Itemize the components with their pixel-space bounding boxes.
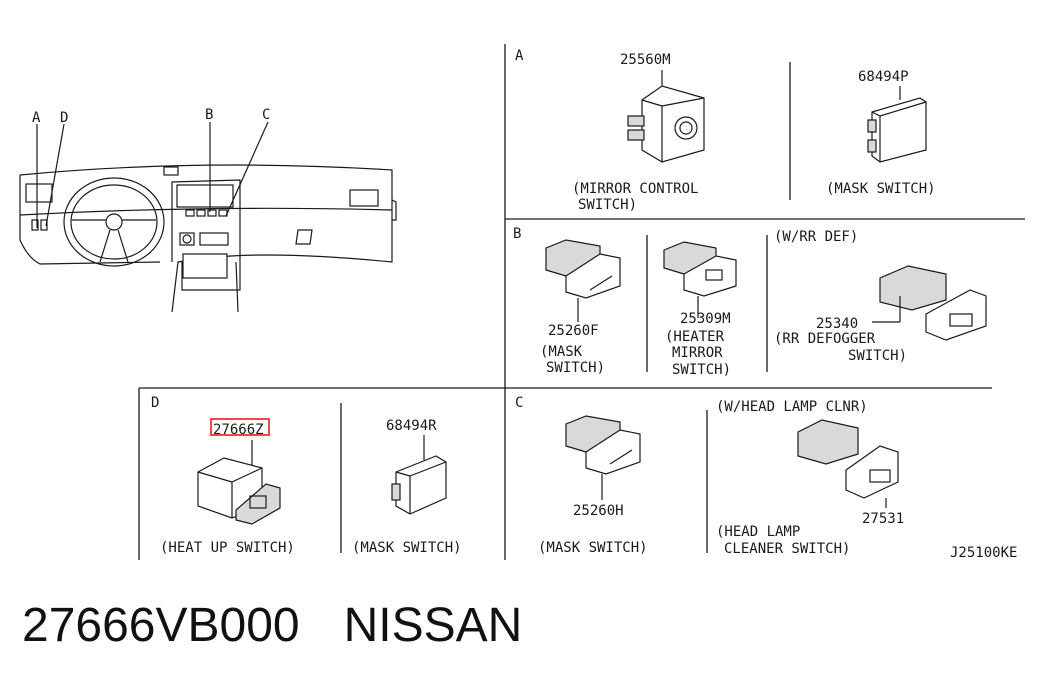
part-25260f-desc-2: SWITCH) [546,360,605,376]
part-68494r-desc: (MASK SWITCH) [352,540,462,556]
diagram-code: J25100KE [950,545,1017,561]
section-b: B (W/RR DEF) 25260F (MASK SWITCH) 25309M… [513,226,987,378]
head-lamp-cleaner-switch-part [797,419,899,499]
part-25560m-desc-2: SWITCH) [578,197,637,213]
section-c: C (W/HEAD LAMP CLNR) 25260H (MASK SWITCH… [515,395,904,557]
dashboard-illustration: A D B C [19,107,397,313]
callout-d: D [60,110,68,126]
part-25309m-desc-3: SWITCH) [672,362,731,378]
section-c-condition: (W/HEAD LAMP CLNR) [716,399,868,415]
heat-up-switch-part [197,457,281,525]
part-68494r-number: 68494R [386,418,437,434]
footer-brand: NISSAN [343,599,523,652]
section-d: D 27666Z (HEAT UP SWITCH) 68494R (MASK S… [151,395,462,556]
section-c-letter: C [515,395,523,411]
part-27666z-desc: (HEAT UP SWITCH) [160,540,295,556]
section-d-letter: D [151,395,159,411]
rr-defogger-switch-part [879,265,987,341]
mask-switch-68494p-part [867,97,927,163]
part-25560m-number: 25560M [620,52,671,68]
section-a: A 25560M (MIRROR CONTROL SWITCH) 68494P … [515,48,936,213]
part-25260h-number: 25260H [573,503,624,519]
part-25260f-desc-1: (MASK [540,344,583,360]
mask-switch-25260h-part [565,415,641,475]
callout-a: A [32,110,41,126]
part-68494p-number: 68494P [858,69,909,85]
mask-switch-25260f-part [545,239,621,299]
part-25340-desc-1: (RR DEFOGGER [774,331,876,347]
part-25309m-desc-2: MIRROR [672,345,723,361]
part-27666z-number: 27666Z [213,422,264,438]
part-68494p-desc: (MASK SWITCH) [826,181,936,197]
part-25260f-number: 25260F [548,323,599,339]
section-dividers [138,44,1025,560]
mirror-control-switch-part [627,85,705,163]
part-25340-desc-2: SWITCH) [848,348,907,364]
part-25560m-desc-1: (MIRROR CONTROL [572,181,698,197]
part-27531-number: 27531 [862,511,904,527]
mask-switch-68494r-part [391,455,447,515]
section-b-condition: (W/RR DEF) [774,229,858,245]
part-25260h-desc: (MASK SWITCH) [538,540,648,556]
section-a-letter: A [515,48,524,64]
part-25309m-desc-1: (HEATER [665,329,725,345]
part-25340-number: 25340 [816,316,858,332]
part-25309m-number: 25309M [680,311,731,327]
part-27531-desc-1: (HEAD LAMP [716,524,800,540]
part-27531-desc-2: CLEANER SWITCH) [724,541,850,557]
footer-caption: 27666VB000 NISSAN [22,598,522,653]
section-b-letter: B [513,226,521,242]
part-27666z-highlight [210,418,270,436]
footer-part-number: 27666VB000 [22,599,300,652]
heater-mirror-switch-part [663,241,737,297]
callout-b: B [205,107,213,123]
callout-c: C [262,107,270,123]
